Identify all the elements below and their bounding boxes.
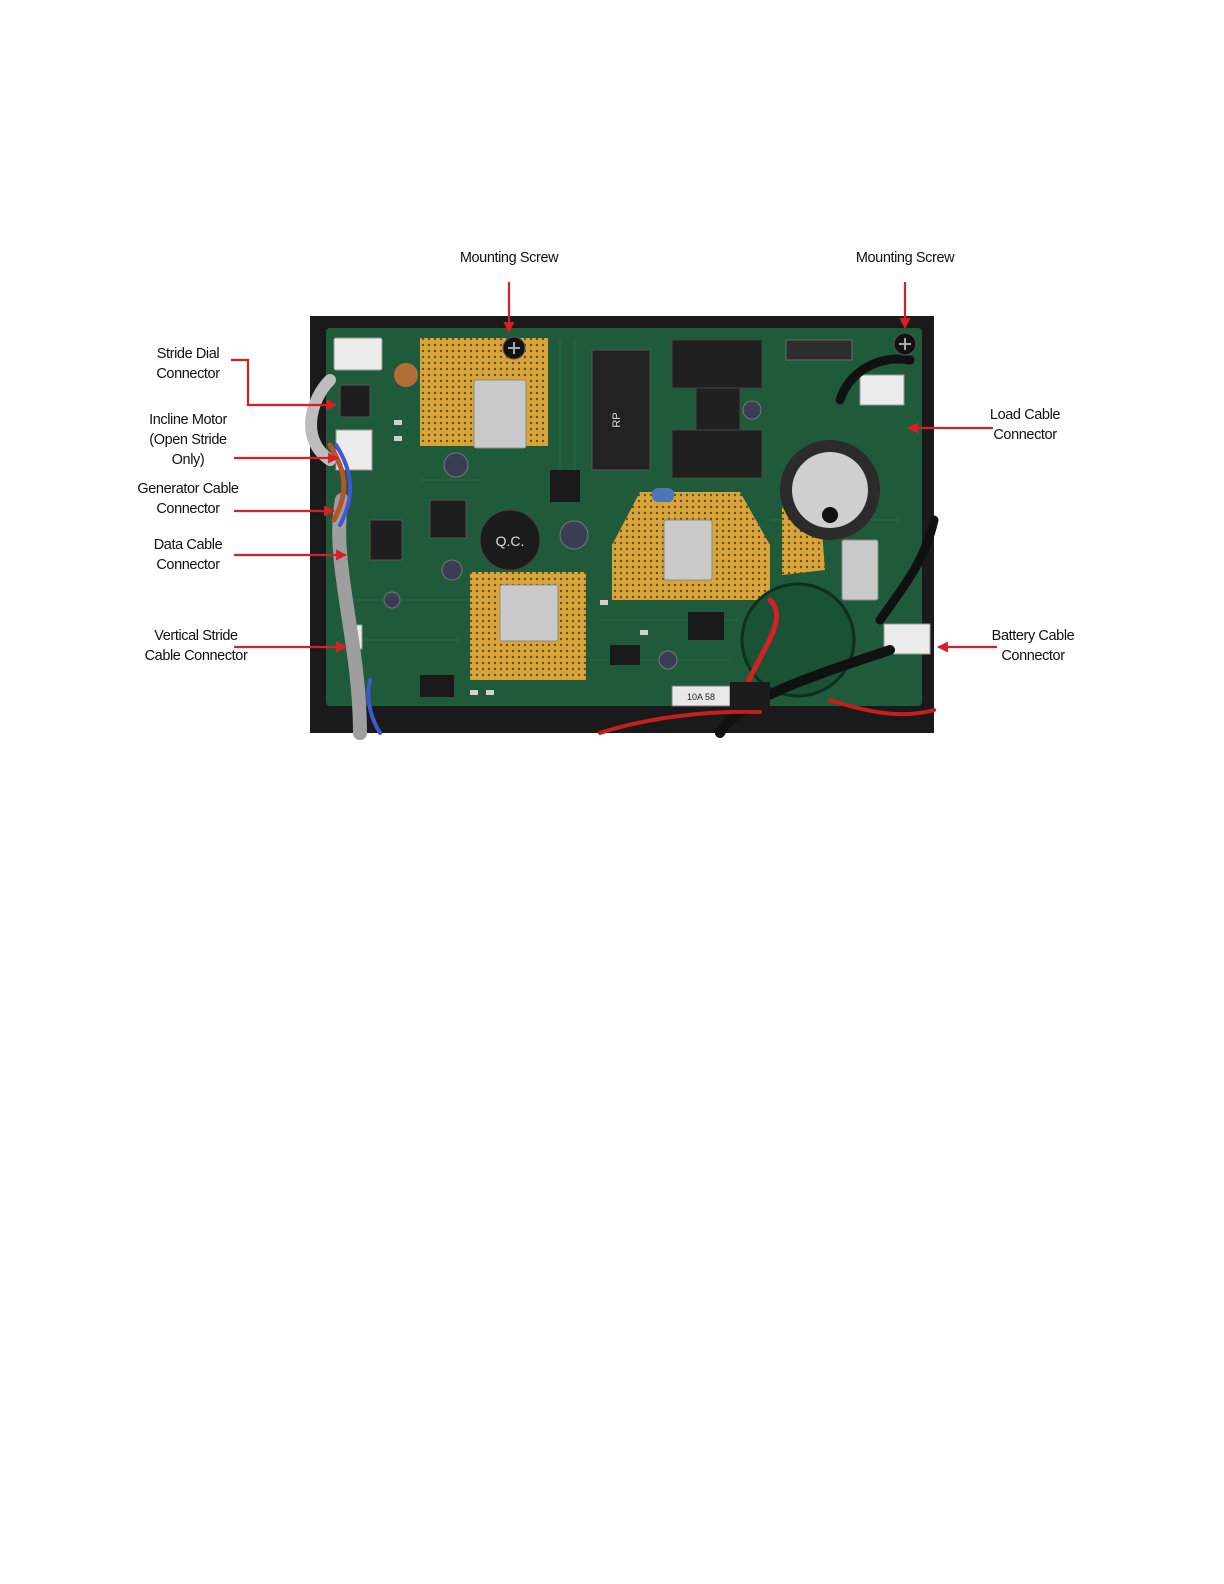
fuse-marking: 10A 58 [687,692,715,702]
inductor-marking: Q.C. [496,533,525,549]
label-line: Cable Connector [132,646,260,666]
label-line: Load Cable [976,405,1074,425]
label-line: Mounting Screw [844,248,966,268]
label-mounting-screw-right: Mounting Screw [844,248,966,268]
label-line: Mounting Screw [448,248,570,268]
label-line: Connector [138,364,238,384]
label-line: Battery Cable [980,626,1086,646]
label-line: Generator Cable [126,479,250,499]
label-line: Connector [126,499,250,519]
relay-marking: RP [611,412,623,427]
circuit-board-photo: RP Q.C. [310,316,934,733]
label-line: (Open Stride [132,430,244,450]
label-line: Vertical Stride [132,626,260,646]
label-line: Incline Motor [132,410,244,430]
label-line: Connector [138,555,238,575]
label-line: Only) [132,450,244,470]
label-mounting-screw-left: Mounting Screw [448,248,570,268]
label-line: Stride Dial [138,344,238,364]
label-line: Connector [976,425,1074,445]
label-line: Connector [980,646,1086,666]
label-line: Data Cable [138,535,238,555]
